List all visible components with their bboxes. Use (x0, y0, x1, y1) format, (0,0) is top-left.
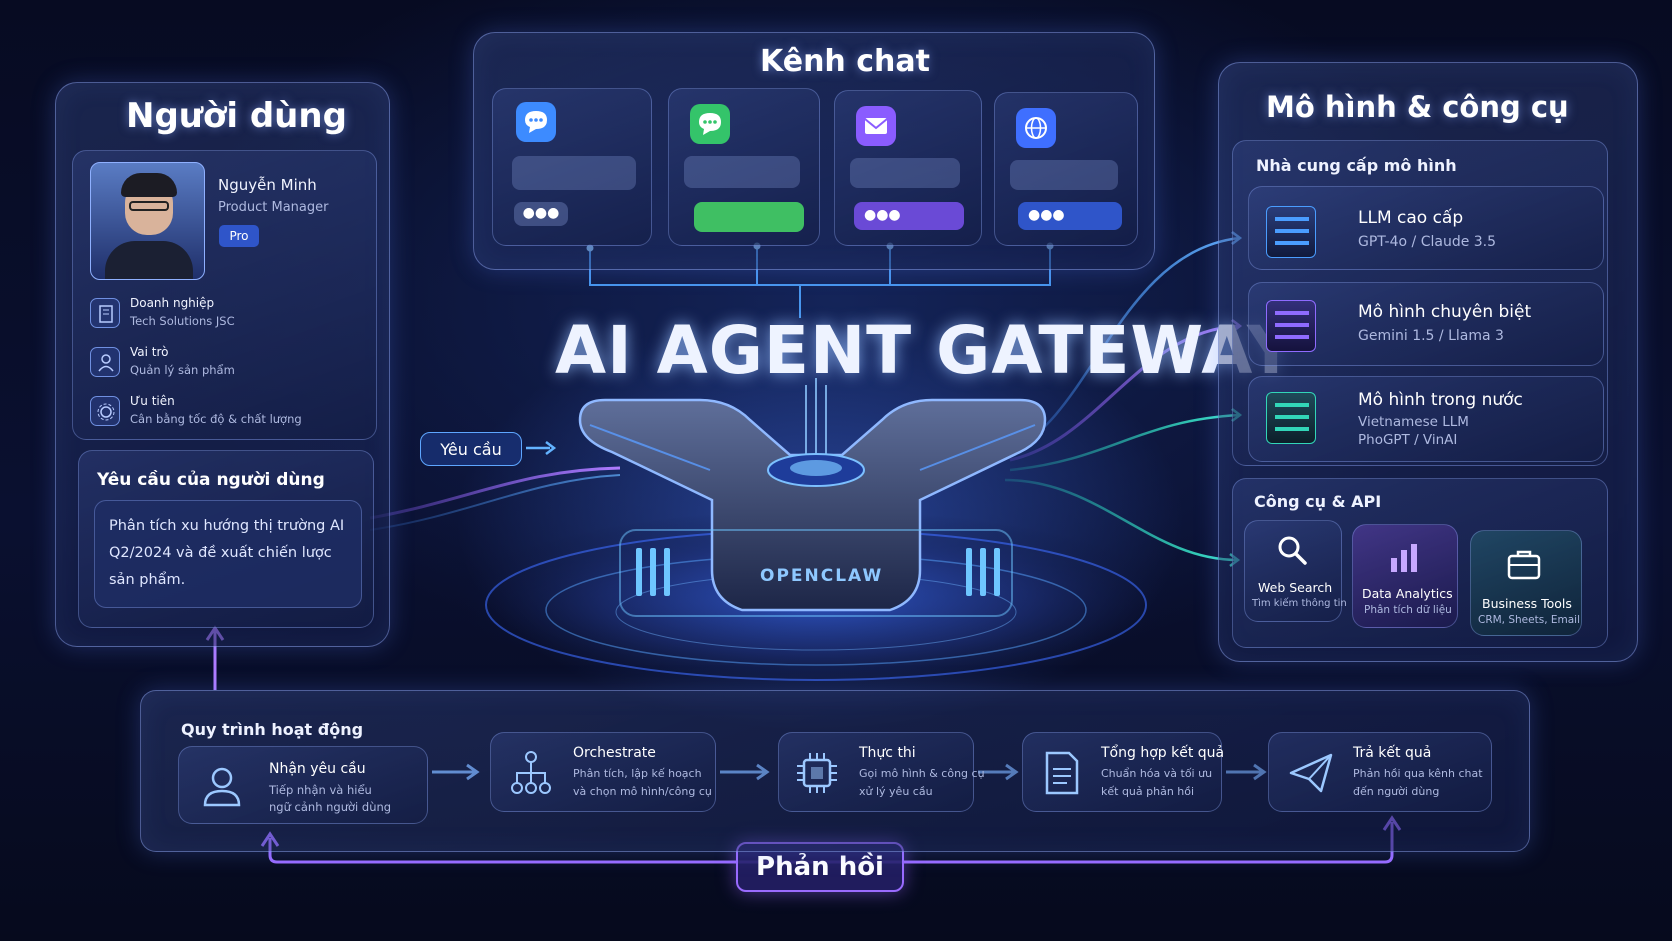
step-title: Nhận yêu cầu (269, 761, 366, 777)
step-line: đến người dùng (1353, 785, 1440, 798)
globe-icon (1016, 108, 1056, 148)
info-value: Tech Solutions JSC (130, 314, 235, 328)
tool-name: Web Search (1258, 580, 1333, 595)
user-request-bubble: Phân tích xu hướng thị trường AI Q2/2024… (94, 500, 362, 608)
model-detail: GPT-4o / Claude 3.5 (1358, 234, 1497, 250)
document-icon (1041, 749, 1083, 797)
message-placeholder (850, 158, 960, 188)
message-placeholder (684, 156, 800, 188)
typing-indicator: ●●● (854, 202, 964, 230)
model-detail: PhoGPT / VinAI (1358, 432, 1458, 448)
request-line: Q2/2024 và đề xuất chiến lược (109, 545, 332, 561)
workflow-step-aggregate: Tổng hợp kết quả Chuẩn hóa và tối ưu kết… (1022, 732, 1225, 812)
tool-card-data-analytics (1352, 524, 1458, 628)
tool-name: Data Analytics (1362, 586, 1453, 601)
hub-label: OPENCLAW (760, 566, 884, 586)
info-value: Quản lý sản phẩm (130, 363, 235, 377)
mail-icon (856, 106, 896, 146)
workflow-step-receive: Nhận yêu cầu Tiếp nhận và hiểu ngữ cảnh … (178, 746, 428, 824)
user-icon (199, 763, 245, 809)
chat-bubble-icon (690, 104, 730, 144)
tool-card-business-tools (1470, 530, 1582, 636)
feedback-tag-label: Phản hồi (756, 852, 884, 882)
chip-icon (793, 749, 841, 797)
avatar (90, 162, 205, 280)
request-tag: Yêu cầu (420, 432, 522, 466)
workflow-step-execute: Thực thi Gọi mô hình & công cụ xử lý yêu… (778, 732, 985, 812)
step-line: Gọi mô hình & công cụ (859, 767, 985, 780)
models-panel-title: Mô hình & công cụ (1266, 90, 1569, 124)
step-line: Chuẩn hóa và tối ưu (1101, 767, 1213, 780)
gear-icon (90, 396, 120, 426)
step-title: Trả kết quả (1353, 745, 1432, 761)
request-tag-label: Yêu cầu (440, 439, 502, 459)
request-line: Phân tích xu hướng thị trường AI (109, 518, 345, 534)
message-placeholder (512, 156, 636, 190)
step-line: Tiếp nhận và hiểu (269, 783, 372, 797)
step-line: Phân tích, lập kế hoạch (573, 767, 702, 780)
user-info-row-priority: Ưu tiên Cân bằng tốc độ & chất lượng (90, 394, 370, 434)
user-role: Product Manager (218, 200, 329, 215)
tool-sub: CRM, Sheets, Email (1478, 614, 1580, 626)
message-placeholder (1010, 160, 1118, 190)
step-title: Thực thi (859, 745, 916, 761)
send-icon (1287, 749, 1335, 797)
page-title: AI AGENT GATEWAY (555, 312, 1296, 389)
tool-card-web-search (1244, 520, 1342, 622)
user-name: Nguyễn Minh (218, 176, 317, 194)
model-name: Mô hình trong nước (1358, 390, 1523, 410)
step-line: xử lý yêu cầu (859, 785, 933, 798)
server-icon (1266, 392, 1316, 444)
search-icon (1274, 532, 1310, 568)
step-line: kết quả phản hồi (1101, 785, 1195, 798)
user-info-row-company: Doanh nghiệp Tech Solutions JSC (90, 296, 370, 336)
workflow-title: Quy trình hoạt động (181, 720, 364, 739)
workflow-step-return: Trả kết quả Phản hồi qua kênh chat đến n… (1268, 732, 1492, 812)
user-request-title: Yêu cầu của người dùng (97, 470, 325, 490)
info-label: Vai trò (130, 345, 169, 359)
step-line: Phản hồi qua kênh chat (1353, 767, 1483, 780)
plan-badge-label: Pro (229, 229, 249, 243)
user-icon (90, 347, 120, 377)
model-name: Mô hình chuyên biệt (1358, 302, 1532, 322)
step-title: Orchestrate (573, 745, 656, 761)
tool-name: Business Tools (1482, 596, 1572, 611)
bar-chart-icon (1386, 540, 1422, 576)
user-info-row-role: Vai trò Quản lý sản phẩm (90, 345, 370, 385)
tools-title: Công cụ & API (1254, 492, 1382, 511)
model-detail: Vietnamese LLM (1358, 414, 1469, 430)
tool-sub: Phân tích dữ liệu (1364, 604, 1452, 616)
typing-indicator: ●●● (1018, 202, 1122, 230)
server-icon (1266, 300, 1316, 352)
plan-badge: Pro (219, 225, 259, 247)
providers-title: Nhà cung cấp mô hình (1256, 156, 1457, 175)
info-value: Cân bằng tốc độ & chất lượng (130, 412, 302, 426)
openclaw-hub (578, 398, 1047, 617)
step-line: ngữ cảnh người dùng (269, 800, 392, 814)
messenger-icon (516, 102, 556, 142)
model-detail: Gemini 1.5 / Llama 3 (1358, 328, 1504, 344)
server-icon (1266, 206, 1316, 258)
briefcase-icon (1504, 546, 1544, 582)
step-title: Tổng hợp kết quả (1101, 745, 1225, 761)
hierarchy-icon (507, 749, 555, 797)
info-label: Ưu tiên (130, 394, 175, 408)
typing-indicator: ●●● (514, 202, 568, 226)
step-line: và chọn mô hình/công cụ (573, 785, 712, 798)
building-icon (90, 298, 120, 328)
chat-panel-title: Kênh chat (760, 44, 930, 79)
workflow-step-orchestrate: Orchestrate Phân tích, lập kế hoạch và c… (490, 732, 716, 812)
request-line: sản phẩm. (109, 572, 186, 588)
message-placeholder (694, 202, 804, 232)
tool-sub: Tìm kiếm thông tin (1252, 598, 1347, 609)
user-panel-title: Người dùng (126, 96, 347, 136)
info-label: Doanh nghiệp (130, 296, 215, 310)
model-name: LLM cao cấp (1358, 208, 1464, 228)
